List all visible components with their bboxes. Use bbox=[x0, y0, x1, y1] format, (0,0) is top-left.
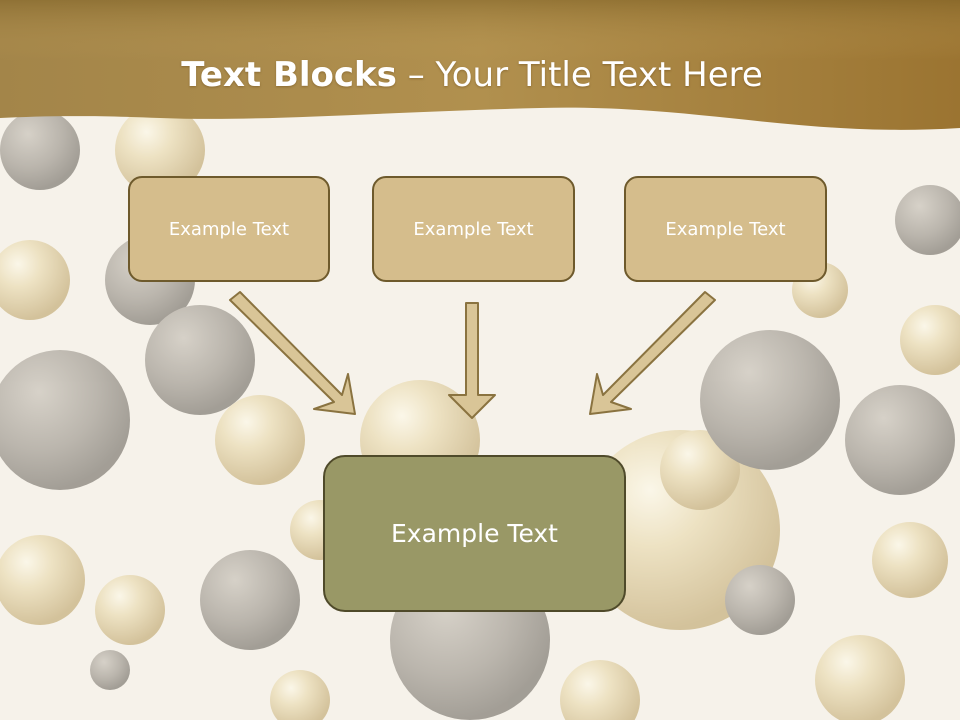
slide-title: Text Blocks – Your Title Text Here bbox=[0, 52, 944, 98]
text-box-bottom-label: Example Text bbox=[391, 519, 558, 548]
title-rest-part: – Your Title Text Here bbox=[396, 55, 763, 95]
text-box-bottom[interactable]: Example Text bbox=[323, 455, 626, 612]
title-bold-part: Text Blocks bbox=[181, 55, 397, 95]
text-box-right[interactable]: Example Text bbox=[624, 176, 827, 282]
text-box-middle[interactable]: Example Text bbox=[372, 176, 575, 282]
text-box-middle-label: Example Text bbox=[413, 218, 534, 240]
text-box-left[interactable]: Example Text bbox=[128, 176, 330, 282]
text-box-right-label: Example Text bbox=[665, 218, 786, 240]
text-box-left-label: Example Text bbox=[168, 218, 290, 240]
